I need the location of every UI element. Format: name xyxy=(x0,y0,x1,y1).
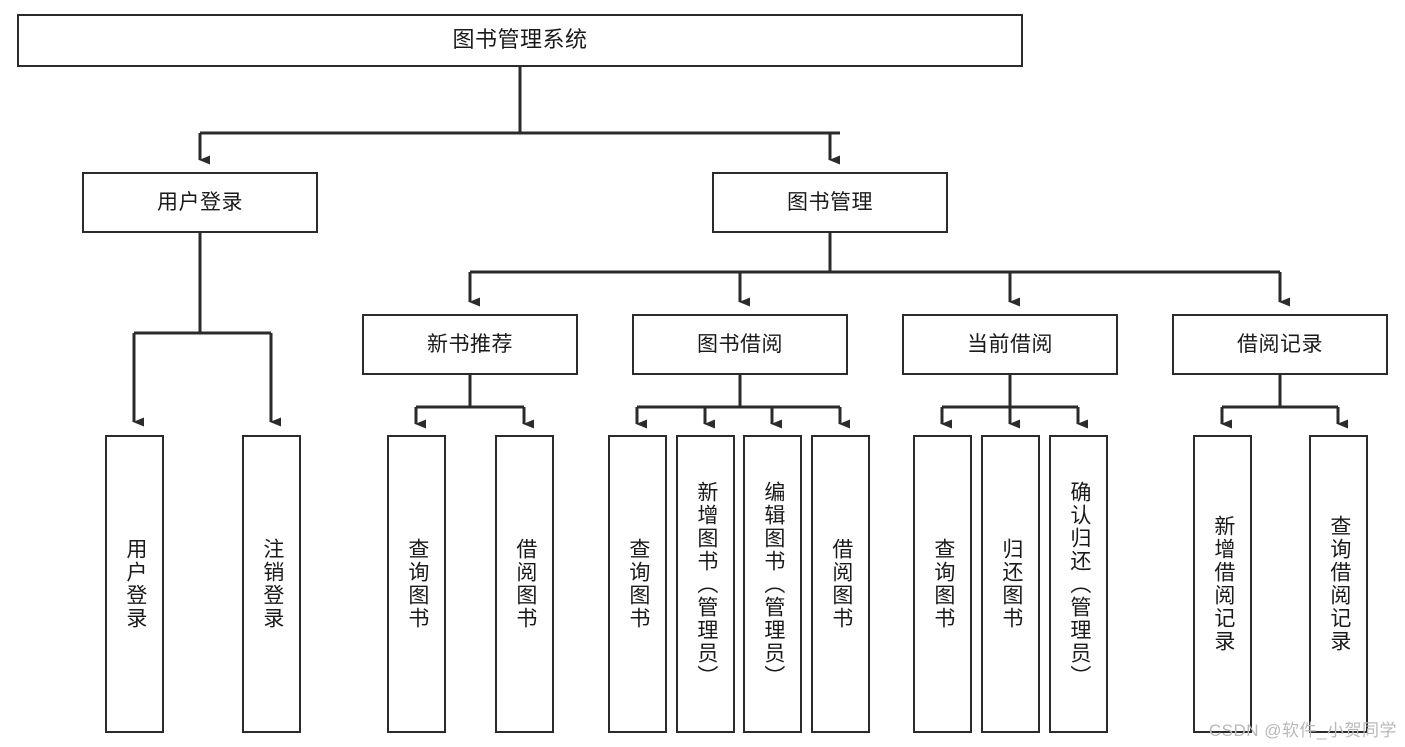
node-current-borrow-label: 当前借阅 xyxy=(967,332,1053,356)
node-leaf-confirm-return[interactable]: 确认归还（管理员） xyxy=(1049,435,1108,733)
node-leaf-confirm-return-label: 确认归还（管理员） xyxy=(1067,480,1091,688)
node-leaf-add-book-label: 新增图书（管理员） xyxy=(694,480,718,688)
node-borrow-record[interactable]: 借阅记录 xyxy=(1172,314,1388,375)
node-leaf-query-book-3-label: 查询图书 xyxy=(931,538,955,630)
node-user-login[interactable]: 用户登录 xyxy=(82,172,318,233)
node-leaf-user-logout[interactable]: 注销登录 xyxy=(242,435,301,733)
node-root-label: 图书管理系统 xyxy=(452,27,588,53)
node-leaf-query-book-1-label: 查询图书 xyxy=(405,538,429,630)
node-root[interactable]: 图书管理系统 xyxy=(17,14,1023,67)
node-book-manage[interactable]: 图书管理 xyxy=(712,172,948,233)
node-current-borrow[interactable]: 当前借阅 xyxy=(902,314,1118,375)
node-leaf-borrow-book-1-label: 借阅图书 xyxy=(513,538,537,630)
node-leaf-user-login-label: 用户登录 xyxy=(123,538,147,630)
node-new-book-recommend[interactable]: 新书推荐 xyxy=(362,314,578,375)
node-book-borrow[interactable]: 图书借阅 xyxy=(632,314,848,375)
node-leaf-borrow-book-2[interactable]: 借阅图书 xyxy=(811,435,870,733)
node-leaf-query-record[interactable]: 查询借阅记录 xyxy=(1309,435,1368,733)
node-leaf-query-book-1[interactable]: 查询图书 xyxy=(387,435,446,733)
node-leaf-query-book-3[interactable]: 查询图书 xyxy=(913,435,972,733)
node-leaf-edit-book-label: 编辑图书（管理员） xyxy=(761,480,785,688)
node-leaf-add-record-label: 新增借阅记录 xyxy=(1211,515,1235,653)
node-leaf-return-book-label: 归还图书 xyxy=(999,538,1023,630)
node-leaf-borrow-book-1[interactable]: 借阅图书 xyxy=(495,435,554,733)
node-leaf-edit-book[interactable]: 编辑图书（管理员） xyxy=(743,435,802,733)
node-leaf-return-book[interactable]: 归还图书 xyxy=(981,435,1040,733)
node-leaf-query-book-2[interactable]: 查询图书 xyxy=(608,435,667,733)
node-leaf-add-record[interactable]: 新增借阅记录 xyxy=(1193,435,1252,733)
node-borrow-record-label: 借阅记录 xyxy=(1237,332,1323,356)
node-leaf-query-record-label: 查询借阅记录 xyxy=(1327,515,1351,653)
node-book-borrow-label: 图书借阅 xyxy=(697,332,783,356)
node-leaf-borrow-book-2-label: 借阅图书 xyxy=(829,538,853,630)
node-leaf-add-book[interactable]: 新增图书（管理员） xyxy=(676,435,735,733)
node-leaf-user-login[interactable]: 用户登录 xyxy=(105,435,164,733)
node-leaf-query-book-2-label: 查询图书 xyxy=(626,538,650,630)
node-book-manage-label: 图书管理 xyxy=(787,190,873,214)
watermark: CSDN @软件_小贺同学 xyxy=(1208,721,1397,740)
node-new-book-recommend-label: 新书推荐 xyxy=(427,332,513,356)
node-leaf-user-logout-label: 注销登录 xyxy=(260,538,284,630)
node-user-login-label: 用户登录 xyxy=(157,190,243,214)
